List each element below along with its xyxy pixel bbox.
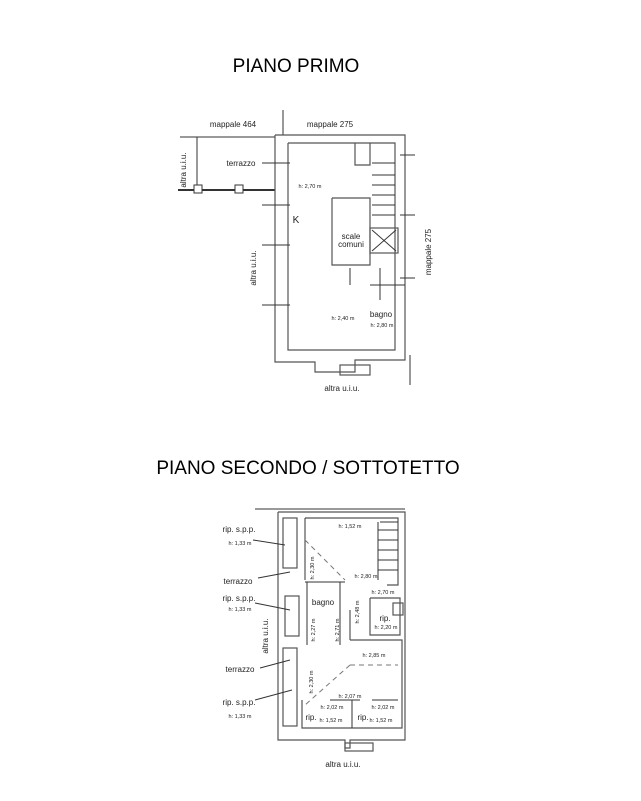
label-mappale-275-top: mappale 275 bbox=[307, 120, 354, 129]
label-height-207: h: 2,07 m bbox=[339, 694, 362, 700]
label-bagno: bagno bbox=[370, 310, 393, 319]
label-height-271: h: 2,71 m bbox=[335, 618, 341, 641]
label-rip-1: rip. bbox=[379, 614, 390, 623]
label-height-bagno: h: 2,80 m bbox=[371, 323, 394, 329]
label-height-285: h: 2,85 m bbox=[363, 653, 386, 659]
label-altra-uiu-left: altra u.i.u. bbox=[249, 250, 258, 285]
label-terrazzo: terrazzo bbox=[227, 159, 256, 168]
label-height-227: h: 2,27 m bbox=[311, 618, 317, 641]
label-height-202-a: h: 2,02 m bbox=[321, 705, 344, 711]
label-height-main: h: 2,70 m bbox=[299, 184, 322, 190]
label-height-248: h: 2,48 m bbox=[355, 600, 361, 623]
label-altra-uiu-bottom: altra u.i.u. bbox=[324, 384, 359, 393]
label-height-220: h: 2,20 m bbox=[375, 625, 398, 631]
label-height-rip-spp-2: h: 1,33 m bbox=[229, 607, 252, 613]
label-height-rip-spp-3: h: 1,33 m bbox=[229, 714, 252, 720]
label-height-152-a: h: 1,52 m bbox=[320, 718, 343, 724]
label-terrazzo-2: terrazzo bbox=[226, 665, 255, 674]
label-height-202-b: h: 2,02 m bbox=[372, 705, 395, 711]
label-height-230-a: h: 2,30 m bbox=[310, 556, 316, 579]
label-height-152-b: h: 1,52 m bbox=[370, 718, 393, 724]
label-altra-uiu-left-2: altra u.i.u. bbox=[261, 618, 270, 653]
label-comuni: comuni bbox=[338, 240, 364, 249]
plan-piano-primo bbox=[178, 110, 415, 385]
label-rip-spp-3: rip. s.p.p. bbox=[223, 698, 256, 707]
label-kitchen: K bbox=[293, 215, 300, 226]
label-altra-uiu-bottom-2: altra u.i.u. bbox=[325, 760, 360, 769]
label-rip-spp-2: rip. s.p.p. bbox=[223, 594, 256, 603]
plan-piano-secondo bbox=[252, 508, 406, 752]
label-mappale-464: mappale 464 bbox=[210, 120, 257, 129]
label-height-230-b: h: 2,30 m bbox=[309, 670, 315, 693]
title-piano-primo: PIANO PRIMO bbox=[233, 56, 360, 77]
title-piano-secondo: PIANO SECONDO / SOTTOTETTO bbox=[156, 458, 459, 479]
label-height-152-top: h: 1,52 m bbox=[339, 524, 362, 530]
label-scale: scale bbox=[342, 232, 361, 241]
label-altra-uiu-terrace: altra u.i.u. bbox=[179, 152, 188, 187]
label-rip-2: rip. bbox=[305, 713, 316, 722]
label-height-280: h: 2,80 m bbox=[355, 574, 378, 580]
label-bagno-2: bagno bbox=[312, 598, 335, 607]
label-height-room: h: 2,40 m bbox=[332, 316, 355, 322]
label-rip-spp-1: rip. s.p.p. bbox=[223, 525, 256, 534]
label-height-rip-spp-1: h: 1,33 m bbox=[229, 541, 252, 547]
label-terrazzo-1: terrazzo bbox=[224, 577, 253, 586]
label-rip-3: rip. bbox=[357, 713, 368, 722]
label-mappale-275-side: mappale 275 bbox=[424, 228, 433, 275]
label-height-270: h: 2,70 m bbox=[372, 590, 395, 596]
